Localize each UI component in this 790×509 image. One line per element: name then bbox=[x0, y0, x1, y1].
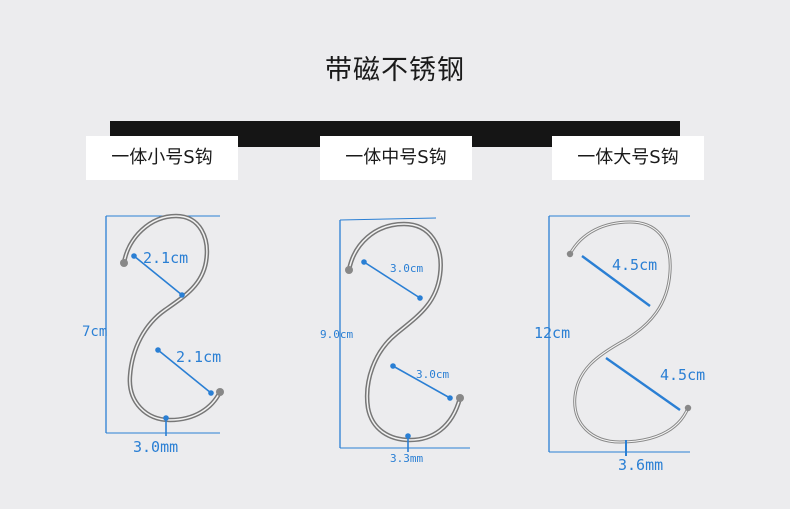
large-hook-ball-bottom bbox=[684, 404, 692, 412]
medium-hook-ball-top bbox=[345, 266, 353, 274]
page-title: 带磁不锈钢 bbox=[325, 55, 465, 86]
label-small-hook: 一体小号S钩 bbox=[86, 136, 238, 180]
medium-upper-dim bbox=[363, 261, 421, 299]
large-hook-figure: 12cm 4.5cm 4.5cm 3.6mm bbox=[534, 215, 705, 474]
medium-upper-text: 3.0cm bbox=[390, 262, 423, 275]
small-lower-dim bbox=[157, 349, 212, 394]
small-hook-ball-bottom bbox=[216, 388, 224, 396]
medium-hook-ball-bottom bbox=[456, 394, 464, 402]
small-lower-text: 2.1cm bbox=[176, 348, 221, 366]
small-width-text: 3.0mm bbox=[133, 438, 178, 456]
medium-height-text: 9.0cm bbox=[320, 328, 353, 341]
small-hook-ball-top bbox=[120, 259, 128, 267]
medium-hook-figure: 9.0cm 3.0cm 3.0cm 3.3mm bbox=[320, 217, 470, 465]
medium-width-text: 3.3mm bbox=[390, 452, 423, 465]
large-height-text: 12cm bbox=[534, 324, 570, 342]
small-upper-text: 2.1cm bbox=[143, 249, 188, 267]
medium-lower-text: 3.0cm bbox=[416, 368, 449, 381]
medium-top-line bbox=[339, 217, 437, 221]
large-lower-text: 4.5cm bbox=[660, 366, 705, 384]
large-upper-dim bbox=[581, 255, 651, 307]
large-upper-text: 4.5cm bbox=[612, 256, 657, 274]
label-large-hook: 一体大号S钩 bbox=[552, 136, 704, 180]
small-upper-dim bbox=[133, 255, 183, 296]
medium-hook-wire bbox=[346, 221, 463, 443]
small-hook-figure: 7cm 2.1cm 2.1cm 3.0mm bbox=[82, 213, 224, 456]
large-width-text: 3.6mm bbox=[618, 456, 663, 474]
small-height-text: 7cm bbox=[82, 324, 107, 340]
large-lower-dim bbox=[605, 357, 681, 411]
large-hook-wire bbox=[568, 220, 690, 444]
label-medium-hook: 一体中号S钩 bbox=[320, 136, 472, 180]
medium-lower-dim bbox=[392, 365, 451, 399]
large-hook-ball-top bbox=[566, 250, 574, 258]
